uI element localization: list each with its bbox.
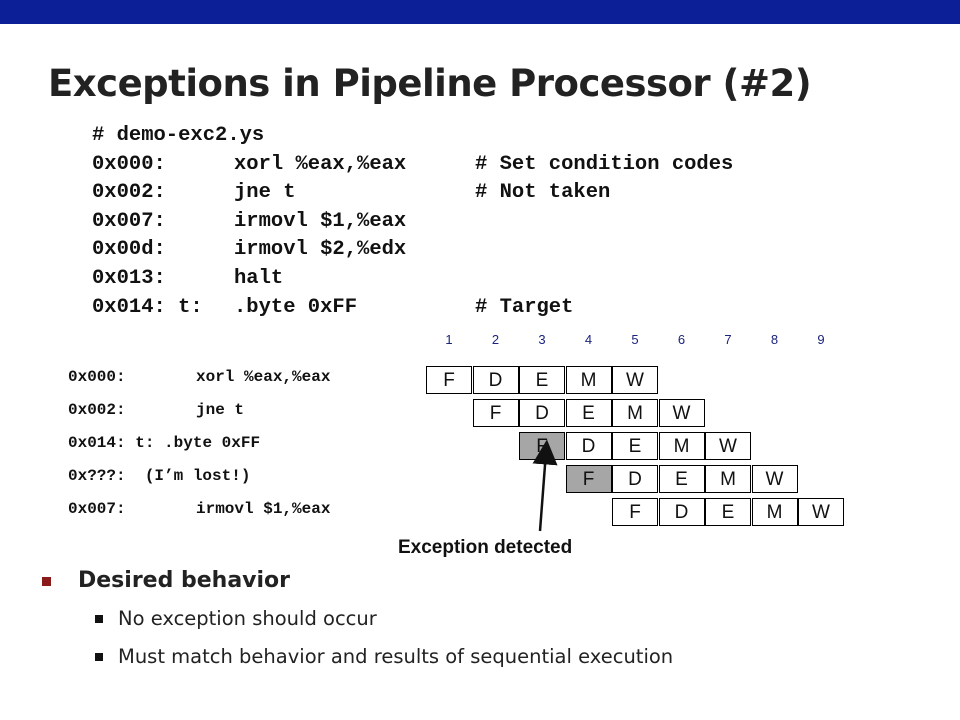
bullet-item-text: No exception should occur — [118, 607, 377, 630]
square-bullet-icon — [95, 615, 103, 623]
cycle-number: 4 — [584, 332, 593, 347]
pipeline-instr-row: 0x000: xorl %eax,%eax — [68, 368, 330, 386]
pipeline-instr: irmovl $1,%eax — [196, 500, 331, 518]
code-addr: 0x007: — [92, 209, 166, 233]
code-line: 0x007: irmovl $1,%eax — [92, 208, 733, 237]
code-instr: jne t — [234, 181, 296, 205]
pipeline-instr-row: 0x014: t: .byte 0xFF — [68, 434, 260, 452]
code-comment: # Not taken — [475, 181, 611, 205]
code-addr: # demo-exc2.ys — [92, 124, 265, 147]
code-instr: xorl %eax,%eax — [234, 152, 407, 176]
square-bullet-icon — [42, 577, 51, 586]
code-comment: # Set condition codes — [475, 152, 734, 176]
top-bar — [0, 0, 960, 24]
pipeline-addr: 0x002: — [68, 401, 126, 419]
bullet-heading: Desired behavior — [40, 566, 673, 596]
cycle-number: 3 — [538, 332, 546, 347]
exception-detected-label: Exception detected — [398, 537, 573, 558]
code-instr: irmovl $1,%eax — [234, 209, 407, 233]
pipeline-addr: 0x007: — [68, 500, 126, 518]
pipeline-instr-row: 0x007: irmovl $1,%eax — [68, 500, 330, 518]
code-addr: 0x00d: — [92, 238, 166, 262]
code-comment: # Target — [475, 295, 574, 319]
code-line: 0x013: halt — [92, 265, 733, 294]
pipeline-instr: (I’m lost!) — [144, 467, 251, 485]
code-addr: 0x000: — [92, 152, 166, 176]
pipeline-instr-row: 0x???: (I’m lost!) — [68, 467, 250, 485]
cycle-number: 7 — [724, 332, 732, 347]
pipeline-addr: 0x014: t: — [68, 434, 155, 452]
code-listing: # demo-exc2.ys 0x000: xorl %eax,%eax # Set… — [92, 122, 733, 322]
pipeline-instr: xorl %eax,%eax — [196, 368, 331, 386]
code-instr: .byte 0xFF — [234, 295, 358, 319]
cycle-number: 6 — [677, 332, 686, 347]
pipeline-instr-row: 0x002: jne t — [68, 401, 244, 419]
cycle-number: 8 — [770, 332, 779, 347]
code-line: 0x002: jne t # Not taken — [92, 179, 733, 208]
bullet-item: Must match behavior and results of seque… — [40, 638, 673, 676]
pipeline-instr: .byte 0xFF — [164, 434, 261, 452]
code-instr: irmovl $2,%edx — [234, 238, 407, 262]
code-instr: halt — [234, 266, 284, 290]
pipeline-addr: 0x000: — [68, 368, 126, 386]
bullet-heading-text: Desired behavior — [78, 568, 291, 593]
code-addr: 0x014: t: — [92, 295, 203, 319]
cycle-number-row: 1 2 3 4 5 6 7 8 9 — [0, 332, 960, 350]
cycle-number: 2 — [491, 332, 500, 347]
code-addr: 0x002: — [92, 181, 166, 205]
cycle-number: 5 — [631, 332, 639, 347]
slide-title: Exceptions in Pipeline Processor (#2) — [48, 62, 812, 105]
code-line: 0x00d: irmovl $2,%edx — [92, 236, 733, 265]
cycle-number: 9 — [817, 332, 825, 347]
code-addr: 0x013: — [92, 266, 166, 290]
pipeline-instr: jne t — [196, 401, 245, 419]
cycle-number: 1 — [445, 332, 453, 347]
bullet-item: No exception should occur — [40, 600, 673, 638]
bullet-list: Desired behavior No exception should occ… — [40, 566, 673, 676]
square-bullet-icon — [95, 653, 103, 661]
code-line: 0x014: t: .byte 0xFF # Target — [92, 294, 733, 323]
bullet-item-text: Must match behavior and results of seque… — [118, 645, 674, 668]
code-line: 0x000: xorl %eax,%eax # Set condition code… — [92, 151, 733, 180]
code-line: # demo-exc2.ys — [92, 122, 733, 151]
pipeline-addr: 0x???: — [68, 467, 126, 485]
